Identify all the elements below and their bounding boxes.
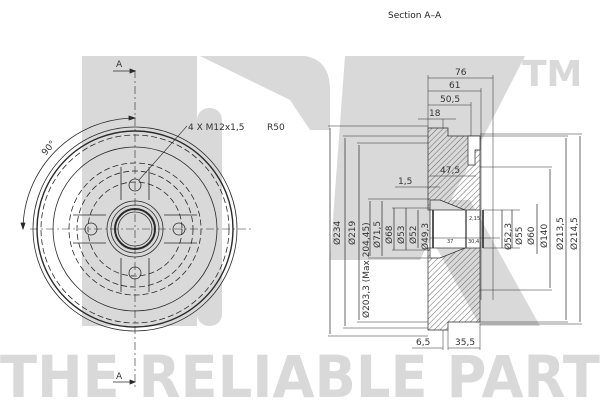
dia-53: Ø53	[396, 225, 407, 244]
front-view	[20, 68, 252, 390]
dim-50-5: 50,5	[440, 95, 460, 105]
bolt-radius: R50	[267, 123, 285, 133]
dim-76: 76	[455, 68, 467, 78]
angle-label: 90°	[40, 139, 58, 158]
dia-68: Ø68	[384, 225, 395, 244]
dim-6-5: 6,5	[416, 338, 430, 348]
dim-47-5: 47,5	[440, 166, 460, 176]
dia-71-5: Ø71,5	[372, 221, 383, 248]
dia-140: Ø140	[539, 223, 550, 248]
slogan-watermark: THE RELIABLE PART	[0, 343, 600, 400]
dia-234: Ø234	[332, 220, 343, 245]
dia-52-3: Ø52,3	[503, 223, 514, 250]
dia-214-5: Ø214,5	[569, 217, 580, 250]
dia-52: Ø52	[408, 225, 419, 244]
dia-60: Ø60	[526, 226, 537, 245]
section-view	[328, 75, 582, 350]
cut-marker-bottom: A	[116, 372, 123, 382]
dim-2-15: 2,15	[469, 216, 480, 222]
dim-37: 37	[447, 239, 453, 245]
dia-49-3: Ø49,3	[420, 223, 431, 250]
dia-219: Ø219	[347, 220, 358, 245]
trademark-watermark: TM	[522, 54, 582, 95]
dia-55: Ø55	[514, 226, 525, 245]
dia-213-5: Ø213,5	[555, 217, 566, 250]
dim-35-5: 35,5	[455, 338, 475, 348]
dim-61: 61	[449, 81, 460, 91]
dia-203-3: Ø203,3 (Max 204,45)	[361, 222, 372, 318]
section-title: Section A–A	[388, 11, 442, 21]
dim-1-5: 1,5	[398, 177, 412, 187]
dim-18: 18	[429, 109, 441, 119]
dim-30-4: 30,4	[468, 239, 479, 245]
cut-marker-top: A	[116, 60, 123, 70]
bolt-callout: 4 X M12x1,5	[188, 123, 244, 133]
